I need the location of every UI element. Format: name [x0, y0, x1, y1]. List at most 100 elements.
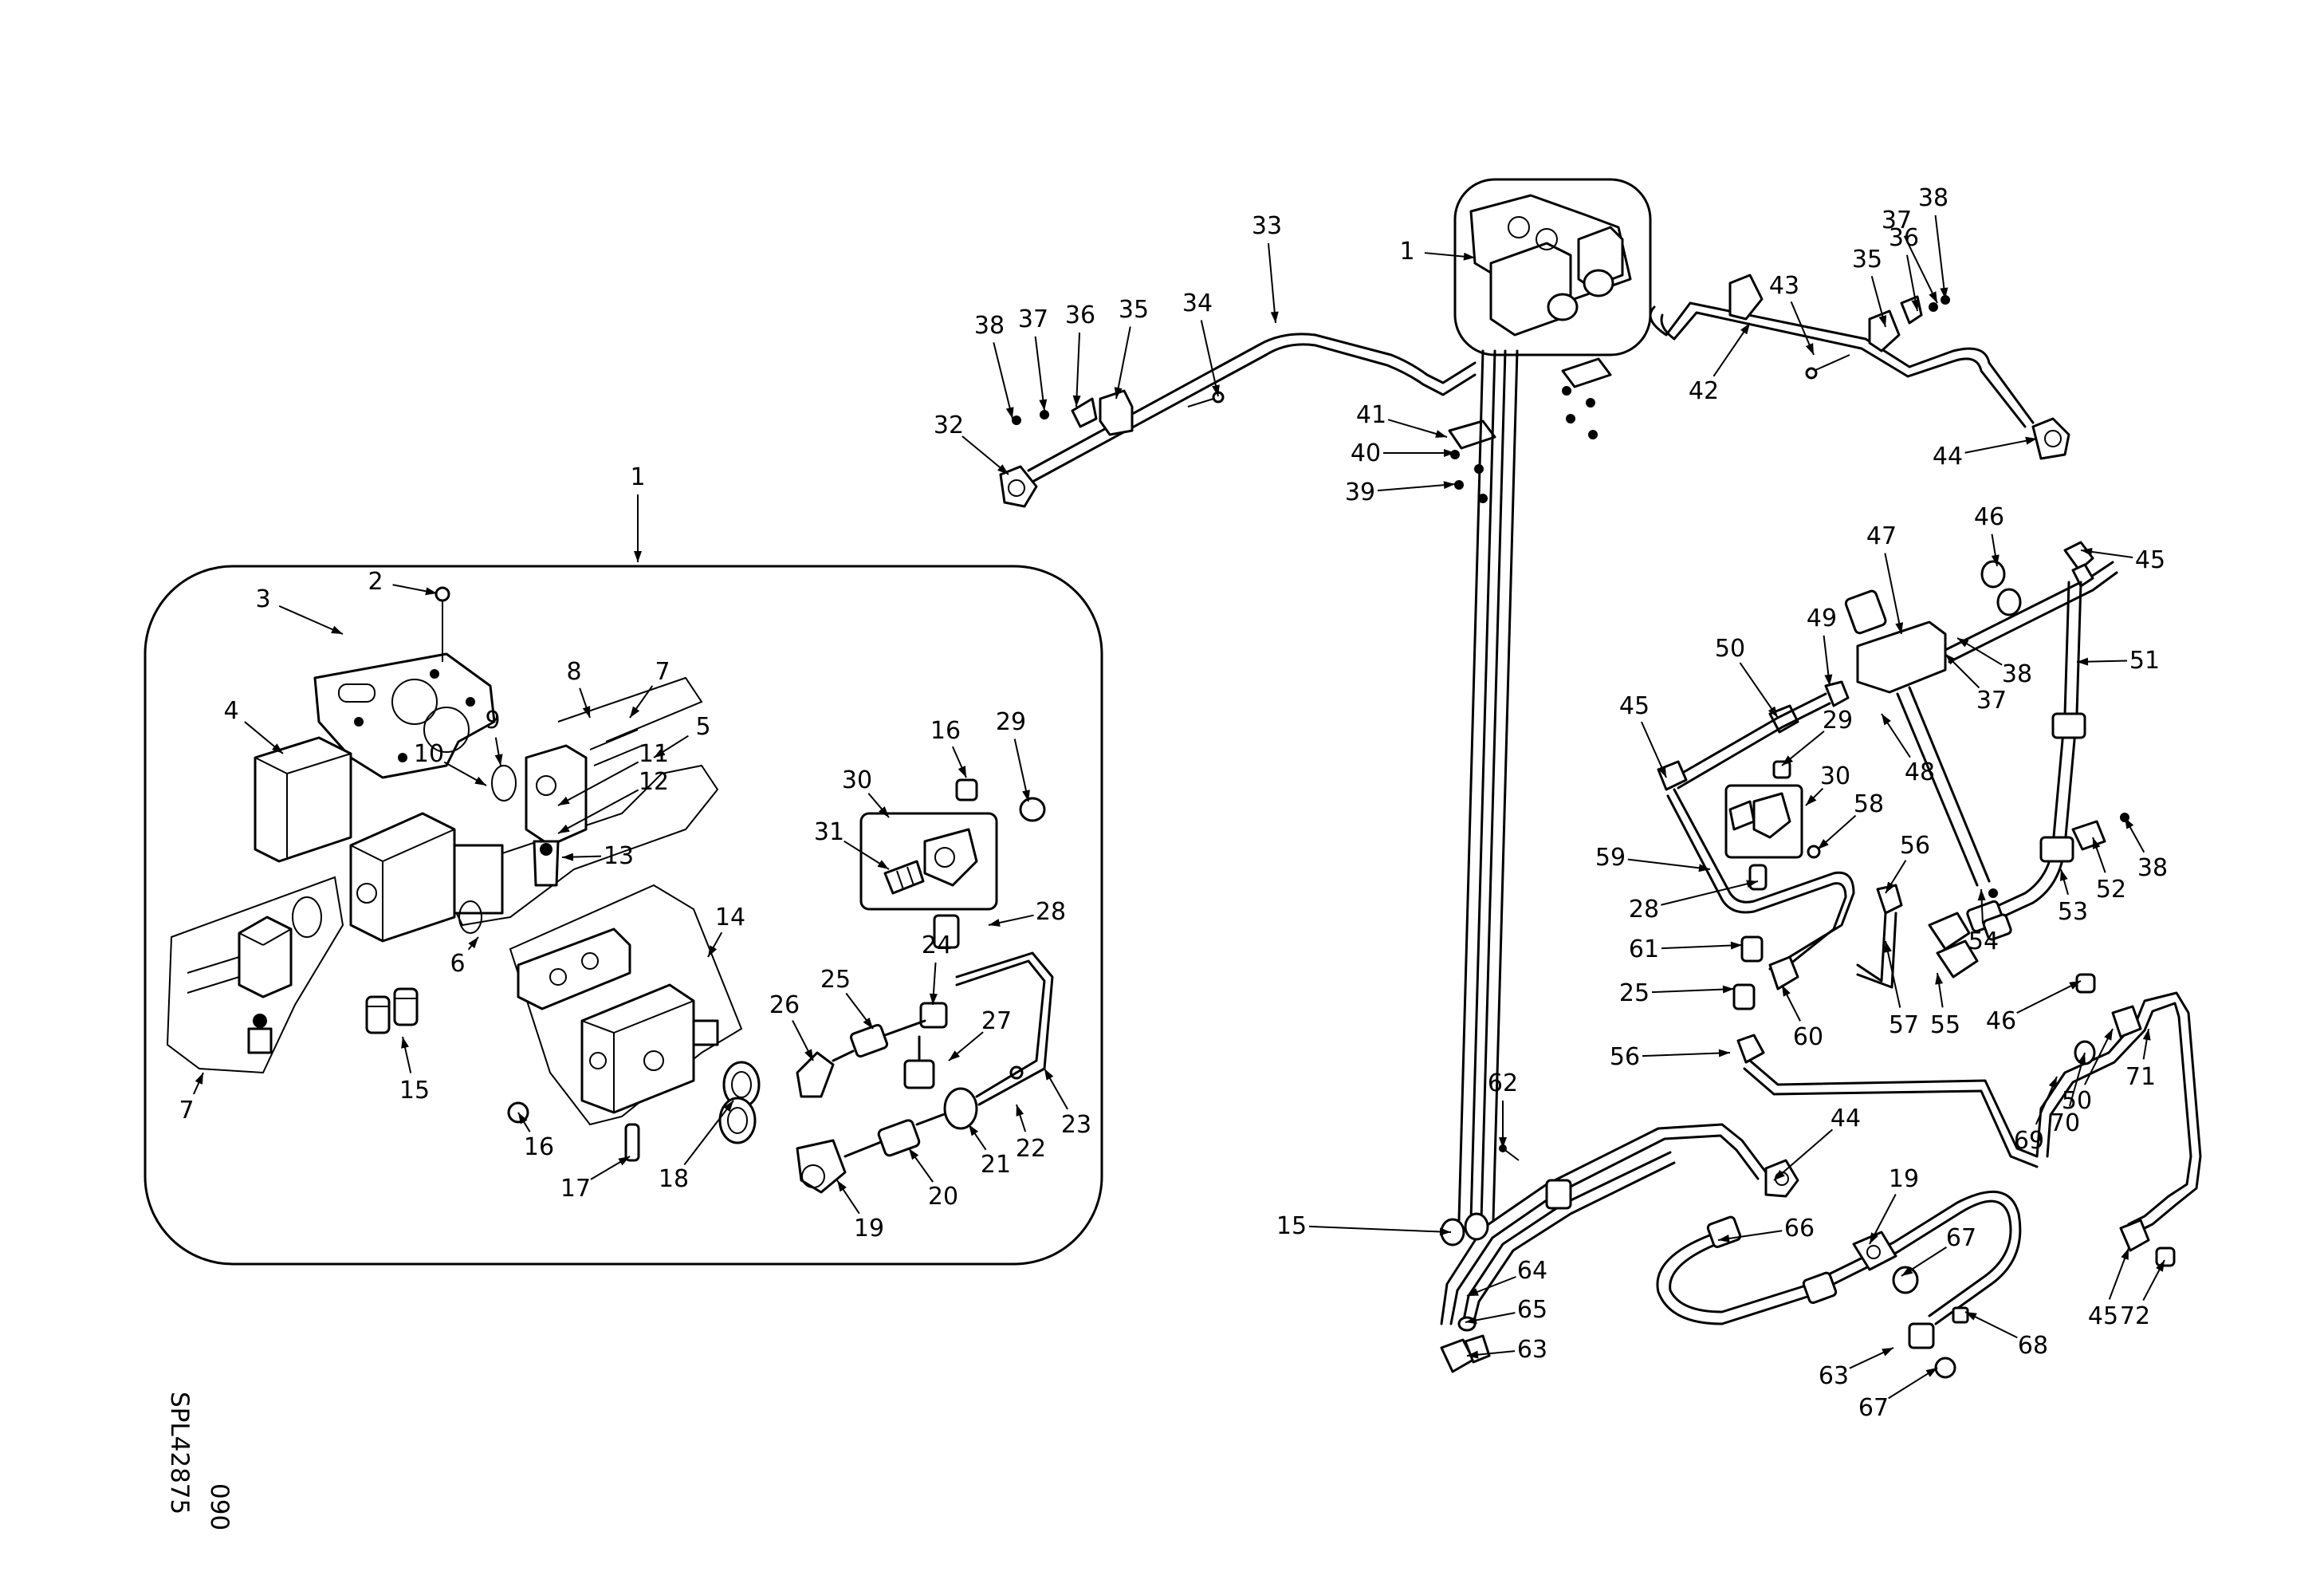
callout-label: 45	[2088, 1302, 2118, 1330]
callout-label: 72	[2120, 1302, 2150, 1330]
leader-arrow	[1740, 323, 1750, 335]
callout-label: 18	[659, 1165, 689, 1193]
clamp-42	[1728, 274, 1764, 321]
leader-line	[557, 761, 639, 806]
callout-c25a: 25	[820, 966, 874, 1030]
callout-c24: 24	[922, 931, 952, 1006]
leader-arrow	[804, 1049, 813, 1061]
callout-c56b: 56	[1885, 832, 1930, 894]
plug-72	[2155, 1246, 2176, 1267]
callout-c58: 58	[1817, 790, 1884, 850]
callout-c46b: 46	[1986, 980, 2082, 1035]
leader-arrow	[1882, 714, 1891, 726]
callout-label: 15	[399, 1077, 430, 1105]
callout-label: 19	[854, 1215, 884, 1243]
leader-arrow	[1991, 554, 2000, 566]
leader-arrow	[1722, 985, 1734, 994]
leader-arrow	[630, 706, 640, 718]
callout-label: 13	[604, 842, 634, 870]
callout-label: 24	[922, 931, 952, 959]
callout-label: 57	[1889, 1011, 1919, 1039]
callout-c9: 9	[485, 707, 503, 766]
leader-arrow	[1444, 449, 1455, 457]
callout-label: 22	[1016, 1135, 1046, 1163]
callout-c62: 62	[1488, 1069, 1518, 1148]
callout-label: 17	[560, 1175, 591, 1203]
callout-label: 10	[414, 740, 444, 768]
block-14	[517, 927, 719, 1114]
leader-arrow	[1882, 1348, 1893, 1357]
callout-label: 37	[1976, 687, 2007, 715]
subassembly-30-frame	[859, 812, 998, 911]
callout-c34: 34	[1182, 289, 1220, 397]
leader-arrow	[2078, 1053, 2086, 1065]
callout-label: 45	[1619, 692, 1650, 720]
leader-arrow	[1439, 1227, 1451, 1236]
leader-line	[1642, 1052, 1731, 1057]
leader-line	[1934, 215, 1946, 300]
leader-arrow	[1884, 941, 1892, 953]
group-outline-14	[509, 884, 743, 1126]
leader-arrow	[1965, 1312, 1977, 1321]
main-assembly	[999, 178, 2202, 1379]
callout-label: 56	[1610, 1043, 1640, 1071]
leader-arrow	[958, 766, 966, 778]
leader-arrow	[929, 993, 938, 1005]
fitting-25b	[1732, 983, 1756, 1010]
callout-label: 48	[1905, 758, 1935, 786]
callout-c37a: 37	[1018, 305, 1048, 412]
leader-line	[1200, 320, 1219, 397]
leader-arrow	[969, 1124, 979, 1136]
callout-label: 54	[1968, 927, 1999, 955]
callout-c63a: 63	[1466, 1336, 1547, 1364]
callout-c5: 5	[653, 713, 711, 758]
leader-arrow	[997, 464, 1009, 475]
group-outline-7	[166, 876, 344, 1074]
leader-arrow	[1945, 654, 1956, 665]
callout-label: 2	[368, 568, 383, 596]
elbow-45c	[2119, 1219, 2150, 1252]
callout-c8: 8	[566, 658, 591, 719]
callout-label: 33	[1252, 212, 1282, 240]
callout-label: 36	[1065, 301, 1095, 329]
callout-c49: 49	[1807, 605, 1837, 687]
callout-c1a: 1	[630, 463, 646, 562]
callout-label: 29	[996, 708, 1026, 736]
elbow-45a	[2063, 541, 2094, 572]
callout-c7b: 7	[179, 1072, 204, 1124]
leader-arrow	[1044, 1069, 1054, 1081]
leader-arrow	[1886, 881, 1895, 893]
callout-label: 44	[1933, 443, 1963, 471]
callout-label: 7	[655, 658, 670, 686]
leader-line	[557, 789, 639, 834]
callout-label: 25	[820, 966, 851, 994]
leader-arrow	[1929, 291, 1937, 303]
plug-29	[1019, 797, 1046, 822]
callout-c35a: 35	[1114, 296, 1149, 400]
callout-label: 50	[1715, 635, 1745, 663]
callout-c44a: 44	[1933, 436, 2038, 471]
callout-c37b: 37	[1882, 207, 1938, 304]
callout-c30a: 30	[842, 766, 890, 818]
leader-arrow	[562, 853, 574, 861]
leader-arrow	[1782, 985, 1791, 997]
callout-label: 60	[1793, 1023, 1823, 1051]
callout-label: 46	[1974, 503, 2004, 531]
callout-label: 39	[1345, 478, 1375, 506]
callout-c51: 51	[2076, 647, 2160, 675]
leader-arrow	[1911, 299, 1920, 311]
callout-c47: 47	[1866, 522, 1904, 635]
nut-46b	[2075, 973, 2096, 994]
leader-line	[683, 1100, 734, 1166]
tube-64	[1440, 1123, 1768, 1325]
fitting-63b	[1908, 1322, 1935, 1349]
leader-arrow	[2060, 869, 2068, 881]
leader-arrow	[2156, 1260, 2165, 1272]
callout-label: 3	[255, 585, 270, 613]
callout-label: 44	[1830, 1105, 1861, 1132]
callout-label: 69	[2014, 1127, 2044, 1155]
leader-arrow	[837, 1180, 847, 1192]
leader-arrow	[909, 1148, 919, 1160]
leader-line	[1377, 483, 1456, 492]
